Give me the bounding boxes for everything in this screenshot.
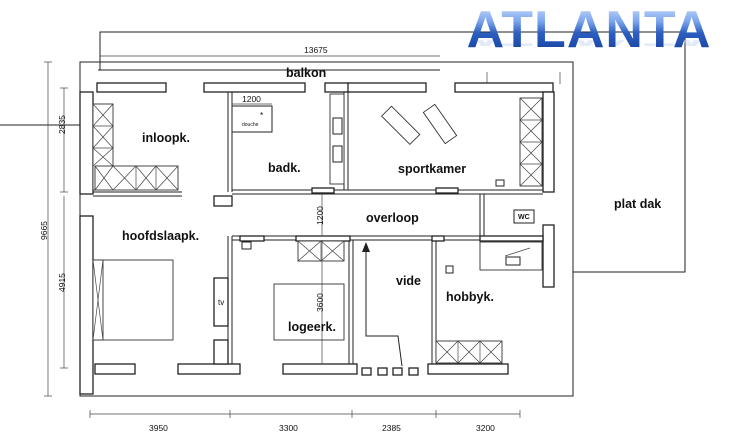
dim-bottom-1: 3950 [149,423,168,433]
master-bed [92,259,174,341]
upper-boundary-line [99,31,440,70]
label-logeerk: logeerk. [288,320,336,334]
shower-drain-icon: * [260,110,264,120]
gym-equipment [380,103,458,146]
label-plat-dak: plat dak [614,197,661,211]
dim-total-depth: 9665 [39,221,49,240]
exterior-walls [79,82,555,395]
hobby-sink [445,265,454,274]
dim-bottom-4: 3200 [476,423,495,433]
walk-in-wardrobe [92,103,179,191]
shower [231,105,273,133]
dim-guest-room: 3600 [315,293,325,312]
hobby-wardrobe [435,340,503,364]
guest-sink [241,241,252,250]
bathroom-sinks [329,93,345,185]
label-badk: badk. [268,161,301,175]
dim-left-upper: 2835 [57,115,67,134]
dim-shower-width: 1200 [242,94,261,104]
label-douche: douche [242,122,259,128]
atlanta-logo: ATLANTA [448,2,730,58]
label-sportkamer: sportkamer [398,162,466,176]
dim-bottom-3: 2385 [382,423,401,433]
label-wc: WC [518,214,530,221]
wc-box [513,209,535,224]
stair-arrow [362,242,403,367]
label-hobbyk: hobbyk. [446,290,494,304]
dim-total-width: 13675 [304,45,328,55]
label-tv: tv [218,298,224,307]
label-balkon: balkon [286,66,326,80]
label-hoofdslaapk: hoofdslaapk. [122,229,199,243]
label-inloopk: inloopk. [142,131,190,145]
dim-landing-depth: 1200 [315,206,325,225]
interior-walls [93,92,544,365]
label-overloop: overloop [366,211,419,225]
wc-sink [495,179,505,187]
hobby-desk [479,241,543,271]
dim-bottom-2: 3300 [279,423,298,433]
guest-wardrobe [297,240,345,262]
guest-bed [273,283,345,341]
dimension-lines [44,55,521,418]
sportkamer-cabinet [519,97,543,187]
dim-left-lower: 4915 [57,273,67,292]
flat-roof-outline [440,31,686,273]
label-vide: vide [396,274,421,288]
